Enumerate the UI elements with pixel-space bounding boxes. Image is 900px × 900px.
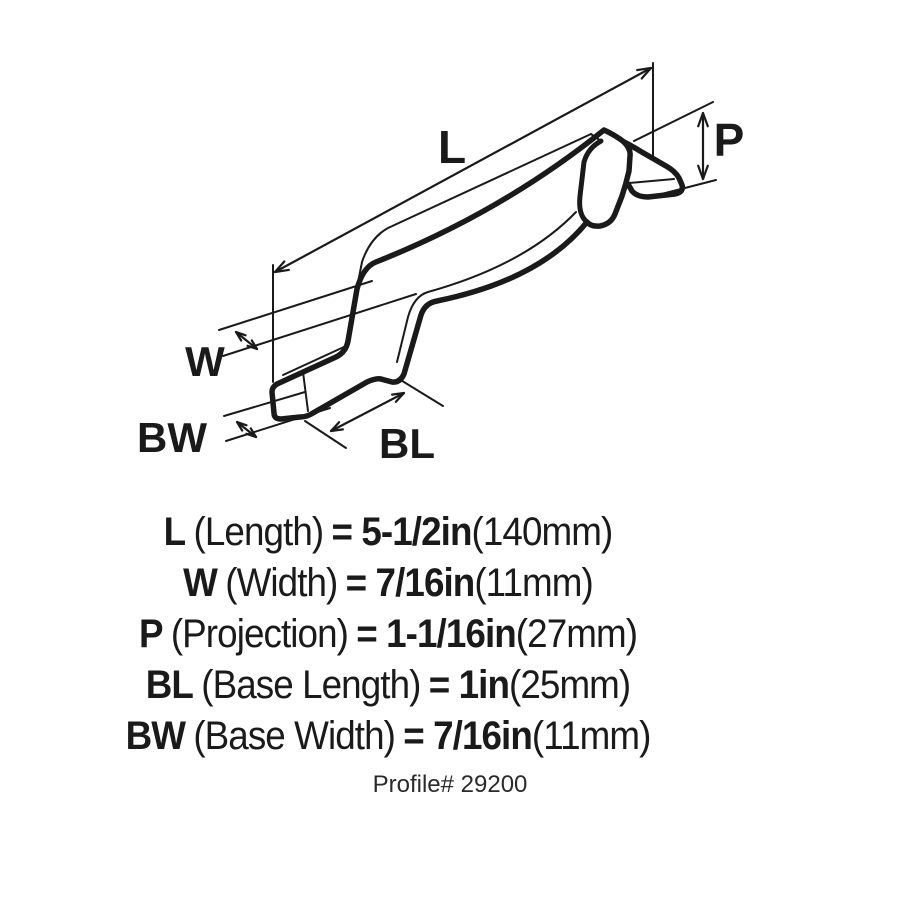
- spec-value: = 7/16in: [403, 714, 533, 758]
- spec-metric: (25mm): [509, 663, 631, 707]
- spec-value: = 1-1/16in: [356, 612, 516, 656]
- profile-number: Profile# 29200: [372, 771, 528, 798]
- handle-top-back-edge: [345, 133, 592, 345]
- dim-base-width-arrowhead-lower: [245, 427, 258, 439]
- spec-metric: (140mm): [471, 510, 614, 554]
- spec-name: (Base Width): [193, 714, 396, 758]
- dim-width-ext-upper: [218, 280, 373, 331]
- spec-name: (Width): [225, 561, 338, 605]
- spec-value: = 1in: [428, 663, 510, 707]
- spec-label: P: [138, 612, 164, 656]
- dim-base-width-ext-upper: [223, 391, 306, 417]
- spec-line-length: L(Length)= 5-1/2in(140mm): [31, 507, 745, 558]
- spec-label: L: [163, 510, 187, 554]
- dim-projection: [633, 101, 717, 199]
- dim-base-length-line: [329, 391, 406, 433]
- spec-label: BL: [145, 663, 194, 707]
- spec-line-base-length: BL(Base Length)= 1in(25mm): [31, 660, 745, 711]
- dim-projection-arrowhead-top: [697, 111, 709, 128]
- dim-base-length-ext-right: [398, 378, 444, 407]
- spec-value: = 7/16in: [345, 561, 476, 605]
- dim-projection-ext-top: [633, 101, 714, 142]
- handle-outline: [269, 127, 633, 422]
- dim-base-width: [223, 391, 331, 442]
- dim-base-width-arrowhead-upper: [235, 420, 248, 432]
- dim-projection-ext-bottom: [645, 179, 717, 199]
- spec-name: (Projection): [170, 612, 349, 656]
- dim-base-length: [304, 378, 444, 449]
- spec-metric: (11mm): [474, 561, 593, 605]
- handle-right-leg-edge: [577, 138, 604, 225]
- label-projection: P: [714, 114, 745, 166]
- dim-projection-arrowhead-bottom: [697, 164, 709, 181]
- dim-length-line: [273, 66, 653, 274]
- handle-right-foot-top-front-edge: [628, 178, 675, 184]
- handle-top-face-end-edge: [590, 133, 602, 142]
- spec-label: W: [183, 561, 218, 605]
- spec-line-projection: P(Projection)= 1-1/16in(27mm): [31, 609, 745, 660]
- label-length: L: [438, 121, 466, 173]
- spec-metric: (11mm): [531, 714, 651, 758]
- spec-name: (Length): [193, 510, 325, 554]
- label-width: W: [185, 338, 225, 385]
- dim-width: [218, 280, 417, 357]
- spec-line-width: W(Width)= 7/16in(11mm): [31, 558, 745, 609]
- spec-value: = 5-1/2in: [331, 510, 473, 554]
- dim-base-length-arrowhead-right: [391, 391, 406, 403]
- spec-line-base-width: BW(Base Width)= 7/16in(11mm): [31, 711, 745, 762]
- spec-name: (Base Length): [201, 663, 421, 707]
- dim-width-ext-lower: [222, 293, 417, 357]
- dim-base-length-arrowhead-left: [329, 421, 344, 433]
- label-base-length: BL: [379, 420, 435, 467]
- spec-metric: (27mm): [515, 612, 638, 656]
- handle-right-foot: [621, 139, 686, 200]
- dim-base-length-ext-left: [304, 420, 347, 449]
- dim-length: [272, 62, 654, 383]
- dim-base-width-line: [235, 420, 258, 439]
- dim-base-width-ext-lower: [225, 407, 331, 442]
- dim-length-arrowhead-left: [273, 260, 290, 274]
- handle-left-foot-top-back-edge: [282, 345, 347, 376]
- handle-bottom-front-edge: [396, 211, 577, 363]
- dim-width-arrowhead-upper: [234, 330, 247, 342]
- label-base-width: BW: [137, 414, 207, 461]
- spec-list: L(Length)= 5-1/2in(140mm) W(Width)= 7/16…: [31, 507, 745, 762]
- dim-length-arrowhead-right: [636, 66, 653, 80]
- spec-label: BW: [125, 714, 186, 758]
